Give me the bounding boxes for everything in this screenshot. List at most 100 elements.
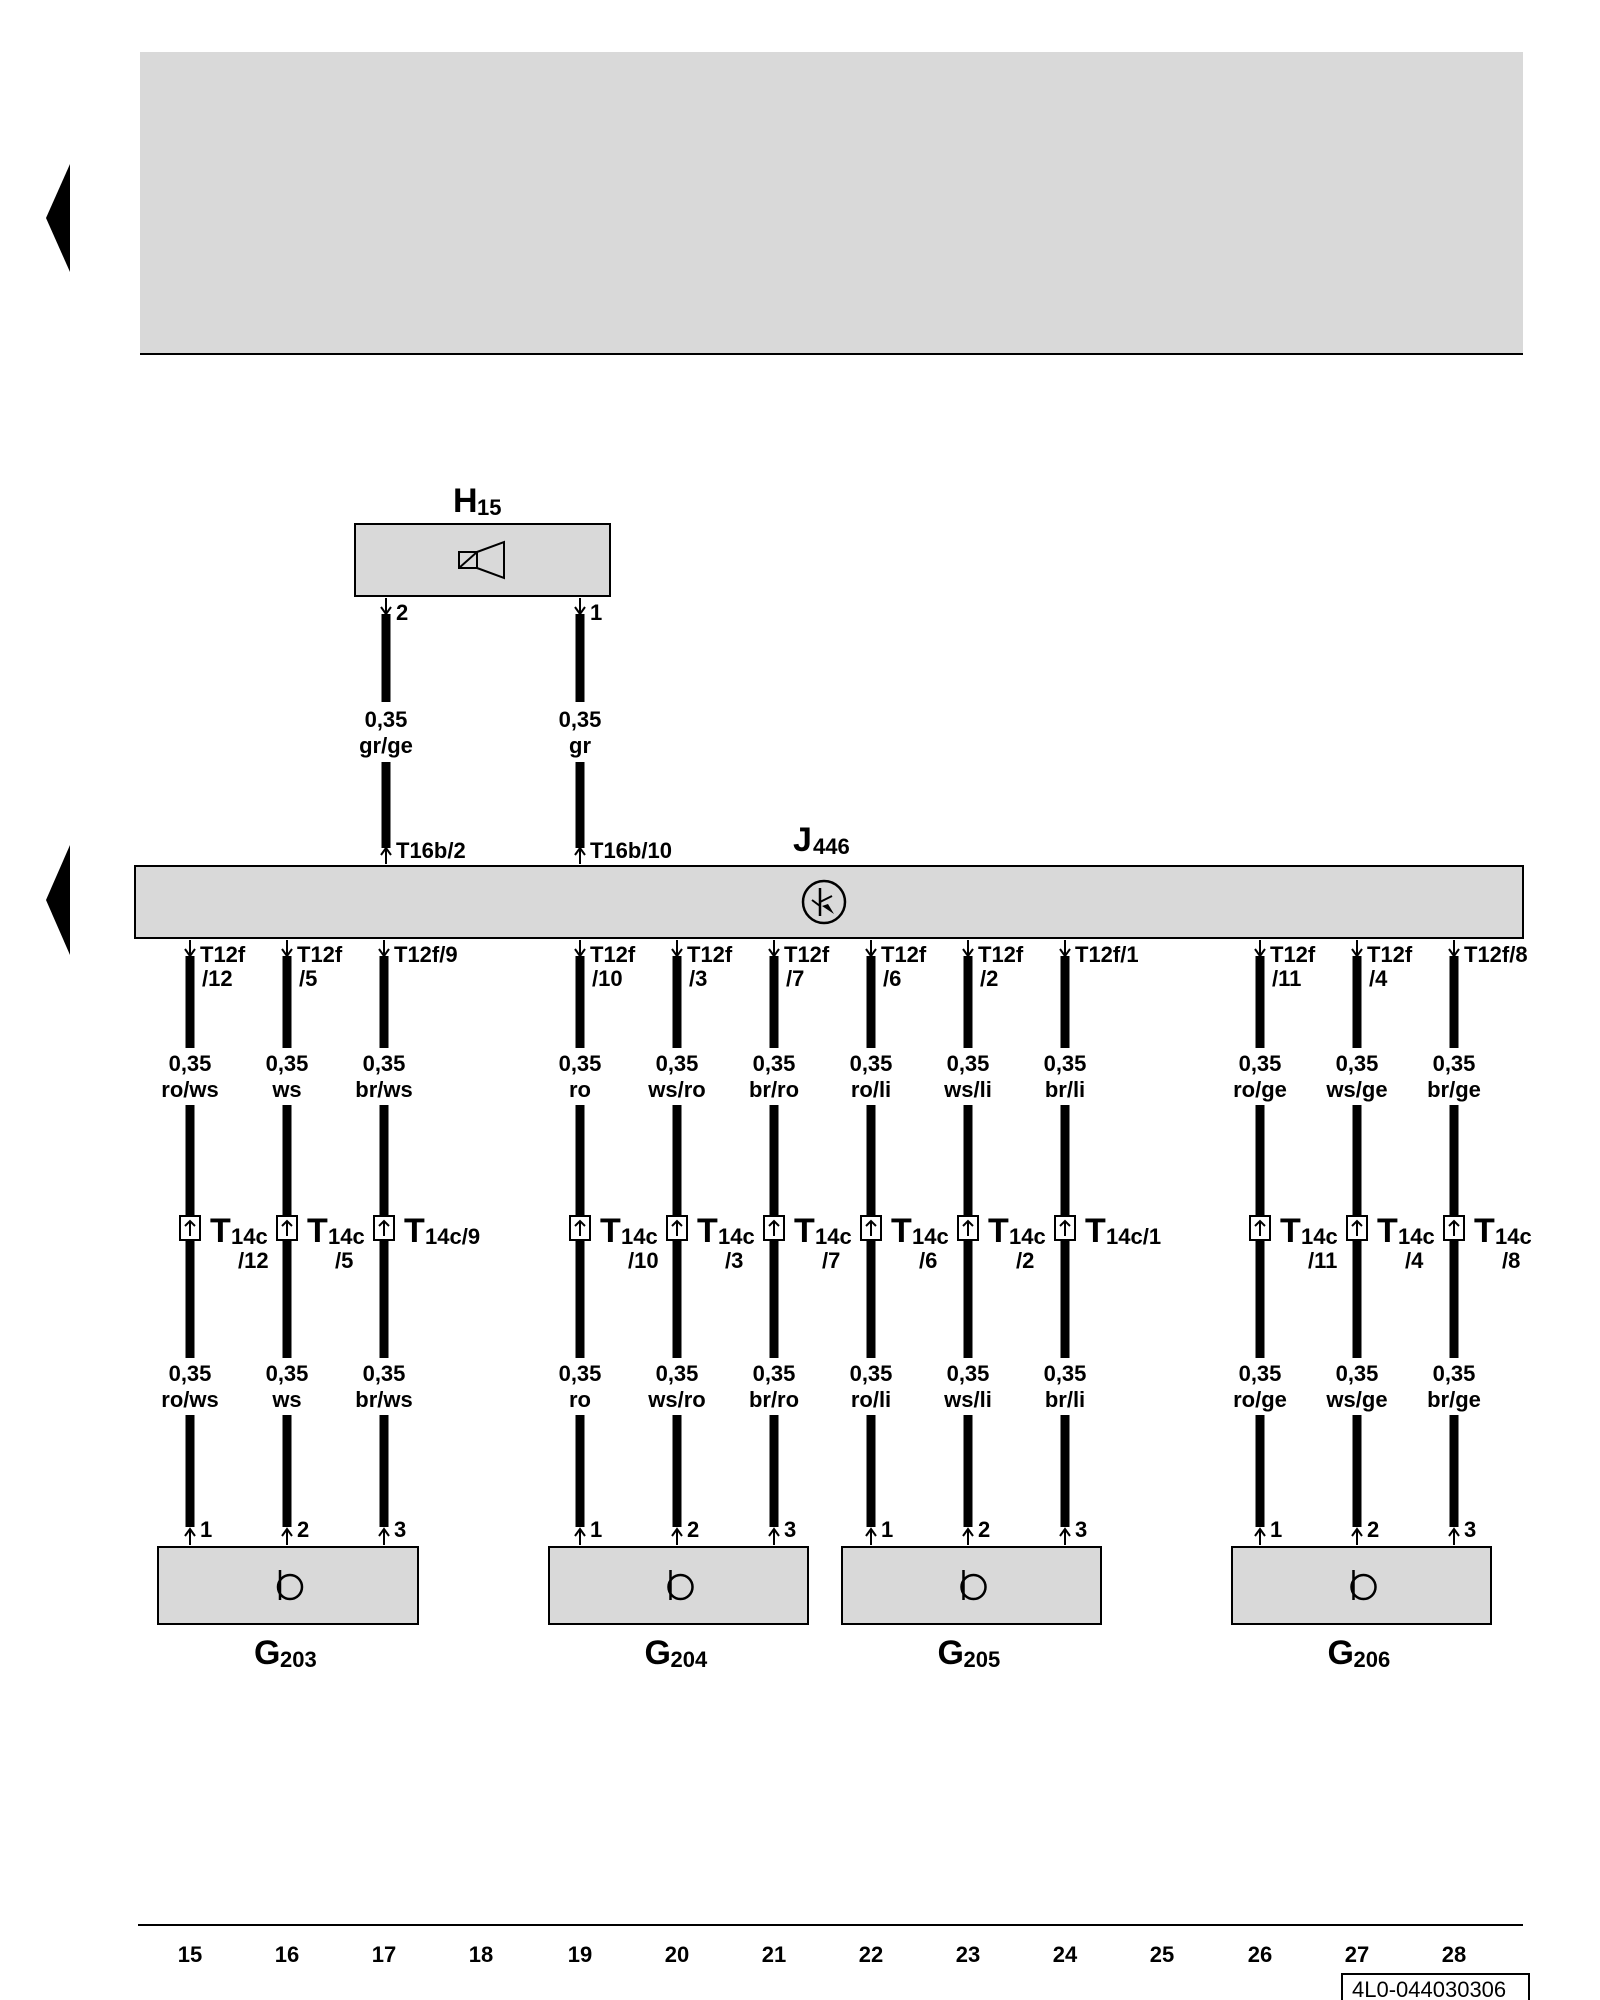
page-back-arrow-icon[interactable] [46, 164, 70, 272]
connector-icon [1443, 1215, 1465, 1241]
connector-sub: 14c [1301, 1224, 1338, 1249]
sensor-sub: 203 [280, 1647, 317, 1672]
connector-sub: 14c [1398, 1224, 1435, 1249]
wire-size: 0,35 [169, 1051, 212, 1076]
connector-pin: /12 [202, 966, 233, 991]
wire-color: br/ge [1427, 1077, 1481, 1102]
wire-size: 0,35 [559, 1361, 602, 1386]
wire-color: ws/ro [647, 1077, 705, 1102]
connector-pin: /2 [980, 966, 998, 991]
wire-color: br/ws [355, 1387, 412, 1412]
pin-arrow-icon [574, 940, 586, 958]
pin-arrow-icon [184, 1527, 196, 1545]
pin-arrow-icon [671, 1527, 683, 1545]
sensor-pin-number: 2 [297, 1517, 309, 1542]
column-number: 28 [1442, 1942, 1466, 1967]
sensor-icon [960, 1570, 987, 1601]
pin-arrow-icon [1059, 940, 1071, 958]
connector-pin: /4 [1369, 966, 1388, 991]
pin-arrow-icon [1448, 940, 1460, 958]
pin-arrow-icon [1351, 1527, 1363, 1545]
connector-pin: /10 [628, 1248, 659, 1273]
sensor-letter: G [254, 1634, 280, 1672]
sensor-letter: G [645, 1634, 671, 1672]
component-j446: J 446 [134, 821, 1524, 939]
sensor-pin-number: 1 [1270, 1517, 1282, 1542]
speaker-icon [458, 540, 505, 580]
column-number: 20 [665, 1942, 689, 1967]
sensor-box [1231, 1546, 1492, 1625]
connector-pin: /11 [1272, 966, 1301, 991]
document-code: 4L0-044030306 [1352, 1977, 1506, 2000]
prev-section-arrow-icon[interactable] [46, 845, 70, 955]
connector-pin: /4 [1405, 1248, 1424, 1273]
connector-label: T12f/9 [394, 942, 458, 967]
connector-label: T12f [881, 942, 927, 967]
wire-color: ro [569, 1387, 591, 1412]
connector-pin: /3 [725, 1248, 743, 1273]
connector-icon [179, 1215, 201, 1241]
wire-color: ro [569, 1077, 591, 1102]
pin-arrow-icon [378, 1527, 390, 1545]
column-number: 23 [956, 1942, 980, 1967]
connector-sub: 14c [1106, 1224, 1143, 1249]
wire-color: ro/li [851, 1077, 891, 1102]
connector-pin: /6 [919, 1248, 937, 1273]
h15-letter: H [453, 482, 478, 520]
pin-arrow-icon [574, 598, 586, 616]
wire-size: 0,35 [1044, 1051, 1087, 1076]
h15-pin-number: 2 [396, 600, 408, 625]
connector-label: T12f [297, 942, 343, 967]
sensor-pin-number: 1 [881, 1517, 893, 1542]
connector-pin: /2 [1016, 1248, 1034, 1273]
connector-label: T12f [978, 942, 1024, 967]
pin-arrow-icon [281, 940, 293, 958]
wire-size: 0,35 [266, 1361, 309, 1386]
wire-color: ws/li [943, 1077, 992, 1102]
connector-icon [373, 1215, 395, 1241]
connector-id: 14c/1 [1106, 1224, 1161, 1249]
pin-arrow-icon [1448, 1527, 1460, 1545]
pin-arrow-icon [281, 1527, 293, 1545]
j446-sub: 446 [813, 834, 850, 859]
connector-pin: /6 [883, 966, 901, 991]
connector-letter: T [404, 1212, 425, 1250]
sensor-letter: G [938, 1634, 964, 1672]
sensor-pin-number: 3 [394, 1517, 406, 1542]
connector-icon [860, 1215, 882, 1241]
connector-pin: /5 [335, 1248, 353, 1273]
connector-sub: 14c [1009, 1224, 1046, 1249]
sensor-box [548, 1546, 809, 1625]
connector-sub: 14c [328, 1224, 365, 1249]
connector-pin: /10 [592, 966, 623, 991]
pin-arrow-icon [1254, 1527, 1266, 1545]
connector-letter: T [1474, 1212, 1495, 1250]
wire-size: 0,35 [1239, 1361, 1282, 1386]
wire-size: 0,35 [753, 1361, 796, 1386]
pin-arrow-icon [378, 940, 390, 958]
connector-label: T12f [784, 942, 830, 967]
pin-arrow-icon [184, 940, 196, 958]
wire-color: ro/ge [1233, 1387, 1287, 1412]
wire-size: 0,35 [656, 1361, 699, 1386]
sensor-pin-number: 1 [590, 1517, 602, 1542]
column-number: 19 [568, 1942, 592, 1967]
sensor-pin-number: 3 [1075, 1517, 1087, 1542]
connector-pin: /11 [1308, 1248, 1337, 1273]
pin-arrow-icon [574, 1527, 586, 1545]
sensor-pin-number: 2 [1367, 1517, 1379, 1542]
connector-icon [1249, 1215, 1271, 1241]
j446-letter: J [793, 821, 812, 859]
wire-size: 0,35 [947, 1051, 990, 1076]
pin-arrow-icon [380, 846, 392, 864]
